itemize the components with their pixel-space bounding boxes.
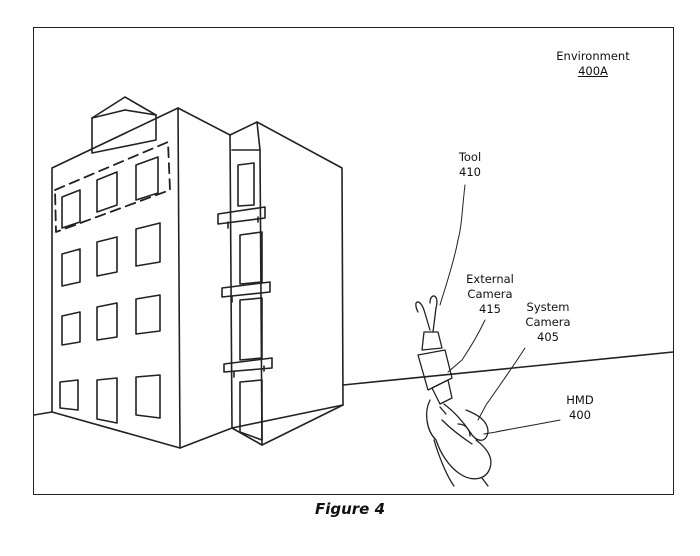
leader-tool	[439, 184, 466, 306]
leader-system-camera	[477, 347, 526, 421]
label-external-camera-ref: 415	[479, 302, 501, 316]
label-hmd: HMD 400	[560, 393, 600, 423]
leader-external-camera	[447, 319, 486, 373]
label-tool-name: Tool	[458, 150, 482, 164]
label-hmd-name: HMD	[566, 393, 594, 407]
label-environment-ref: 400A	[578, 64, 608, 78]
label-system-camera-ref: 405	[537, 330, 559, 344]
label-hmd-ref: 400	[569, 408, 591, 422]
leader-lines	[439, 184, 561, 435]
label-system-camera-name-2: Camera	[525, 315, 571, 329]
leader-hmd	[483, 419, 561, 435]
ground-line	[33, 351, 674, 416]
label-environment: Environment 400A	[552, 49, 634, 79]
label-system-camera: System Camera 405	[520, 300, 576, 345]
label-environment-name: Environment	[556, 49, 630, 63]
figure-caption: Figure 4	[314, 500, 386, 518]
label-external-camera-name-2: Camera	[467, 287, 513, 301]
label-tool: Tool 410	[450, 150, 490, 180]
hand-with-tool	[415, 295, 492, 487]
figure-frame	[33, 27, 674, 495]
label-external-camera: External Camera 415	[462, 272, 518, 317]
building	[51, 96, 344, 449]
label-external-camera-name-1: External	[466, 272, 514, 286]
label-system-camera-name-1: System	[526, 300, 570, 314]
label-tool-ref: 410	[459, 165, 481, 179]
